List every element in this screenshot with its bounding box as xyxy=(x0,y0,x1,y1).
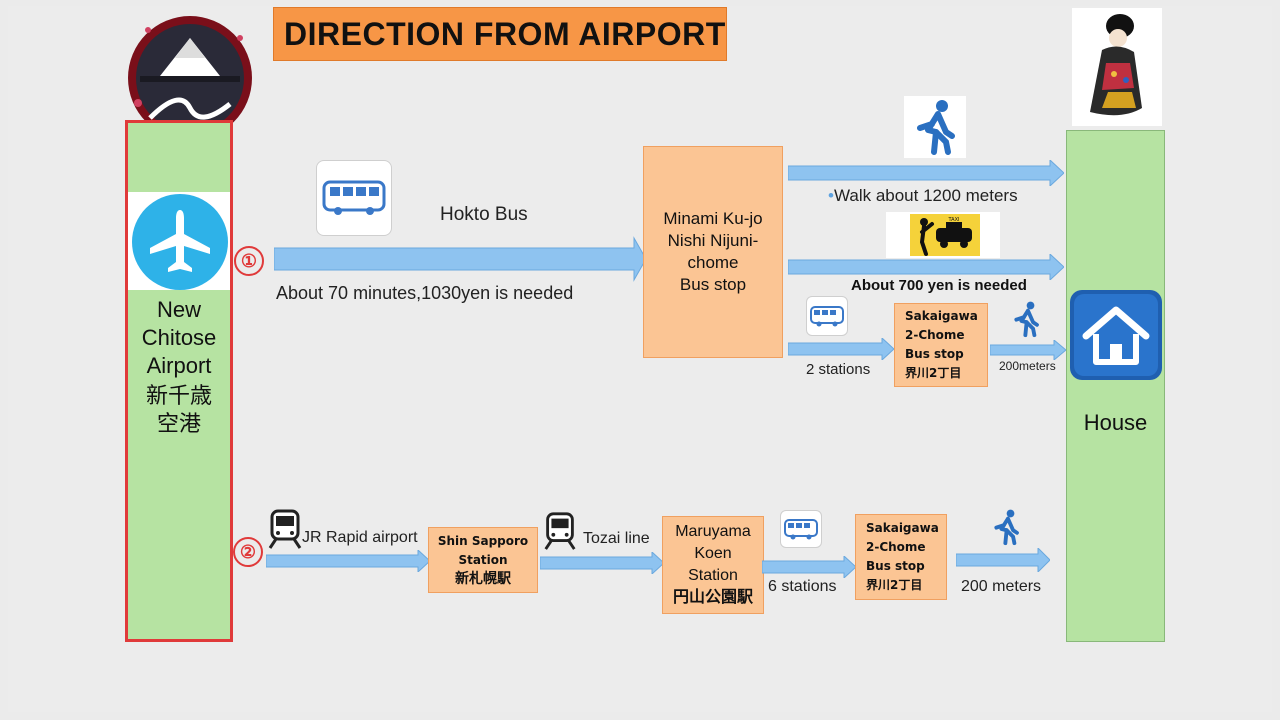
stop-line: chome xyxy=(687,253,739,272)
jr-rapid-arrow xyxy=(266,550,430,572)
airport-line: 空港 xyxy=(156,411,201,436)
stop-line: 界川2丁目 xyxy=(905,366,962,380)
walking-person-icon-small xyxy=(986,506,1026,548)
airplane-icon xyxy=(130,192,230,292)
bus-2-stations-label: 2 stations xyxy=(806,361,871,378)
walk-200m-arrow xyxy=(990,340,1066,360)
sakaigawa-stop-box-route1: Sakaigawa 2-Chome Bus stop 界川2丁目 xyxy=(894,303,988,387)
stop-line: Sakaigawa xyxy=(905,309,978,323)
airport-line: Airport xyxy=(146,353,212,378)
logo-icon xyxy=(120,8,260,148)
walk-200m-label: 200meters xyxy=(999,359,1056,373)
house-label: House xyxy=(1083,410,1148,435)
bus-6-stations-label: 6 stations xyxy=(768,578,837,595)
walk-200-meters-label: 200 meters xyxy=(961,578,1042,595)
title-banner: DIRECTION FROM AIRPORT xyxy=(273,7,727,61)
train-icon xyxy=(264,508,306,550)
bus-icon xyxy=(316,160,392,236)
airport-label: New Chitose Airport 新千歳 空港 xyxy=(125,296,233,438)
station-line: Maruyama xyxy=(675,523,751,540)
minami-kujo-stop-box: Minami Ku-jo Nishi Nijuni- chome Bus sto… xyxy=(643,146,783,358)
stop-line: Bus stop xyxy=(905,347,964,361)
station-line: 新札幌駅 xyxy=(455,570,511,587)
bus-2-stations-arrow xyxy=(788,338,894,360)
taxi-icon: TAXI xyxy=(886,212,1000,258)
walk-distance-label: •Walk about 1200 meters xyxy=(828,186,1018,206)
stop-line: 界川2丁目 xyxy=(866,578,923,592)
tozai-arrow xyxy=(540,552,664,574)
route1-number-badge: ① xyxy=(234,246,264,276)
tozai-line-label: Tozai line xyxy=(583,530,650,547)
shin-sapporo-station-box: Shin Sapporo Station 新札幌駅 xyxy=(428,527,538,593)
airport-line: Chitose xyxy=(141,325,217,350)
route1-bus-arrow xyxy=(274,236,646,282)
route1-time-label: About 70 minutes,1030yen is needed xyxy=(276,283,574,303)
page-title: DIRECTION FROM AIRPORT xyxy=(284,15,726,52)
bullet-dot: • xyxy=(828,186,834,205)
walking-person-icon-small xyxy=(1006,298,1046,340)
station-line: 円山公園駅 xyxy=(672,589,753,606)
stop-line: Sakaigawa xyxy=(866,521,939,535)
maruyama-koen-station-box: Maruyama Koen Station 円山公園駅 xyxy=(662,516,764,614)
route2-number-badge: ② xyxy=(233,537,263,567)
stop-line: Nishi Nijuni- xyxy=(667,231,759,250)
jr-rapid-label: JR Rapid airport xyxy=(302,529,418,546)
station-line: Station xyxy=(458,552,508,567)
walking-person-icon xyxy=(904,96,966,158)
taxi-arrow xyxy=(788,254,1064,280)
walk-distance-text: Walk about 1200 meters xyxy=(833,186,1018,205)
walk-arrow xyxy=(788,160,1064,186)
station-line: Station xyxy=(688,567,738,584)
airport-line: New xyxy=(156,297,201,322)
stop-line: Bus stop xyxy=(866,559,925,573)
stop-line: 2-Chome xyxy=(866,540,926,554)
stop-line: Minami Ku-jo xyxy=(663,209,763,228)
bus-icon-small xyxy=(780,510,822,548)
taxi-fare-label: About 700 yen is needed xyxy=(851,277,1027,294)
walk-200m-arrow xyxy=(956,548,1050,572)
station-line: Shin Sapporo xyxy=(437,533,529,548)
airport-line: 新千歳 xyxy=(145,383,212,408)
hokto-bus-label: Hokto Bus xyxy=(440,204,528,225)
bus-icon-small xyxy=(806,296,848,336)
taxi-sign-text: TAXI xyxy=(948,217,960,223)
train-icon xyxy=(540,510,580,552)
geisha-figure-icon xyxy=(1072,8,1162,126)
house-icon xyxy=(1068,288,1164,382)
stop-line: 2-Chome xyxy=(905,328,965,342)
house-column xyxy=(1066,130,1165,642)
sakaigawa-stop-box-route2: Sakaigawa 2-Chome Bus stop 界川2丁目 xyxy=(855,514,947,600)
station-line: Koen xyxy=(694,545,732,562)
bus-6-stations-arrow xyxy=(762,556,856,578)
stop-line: Bus stop xyxy=(679,275,747,294)
